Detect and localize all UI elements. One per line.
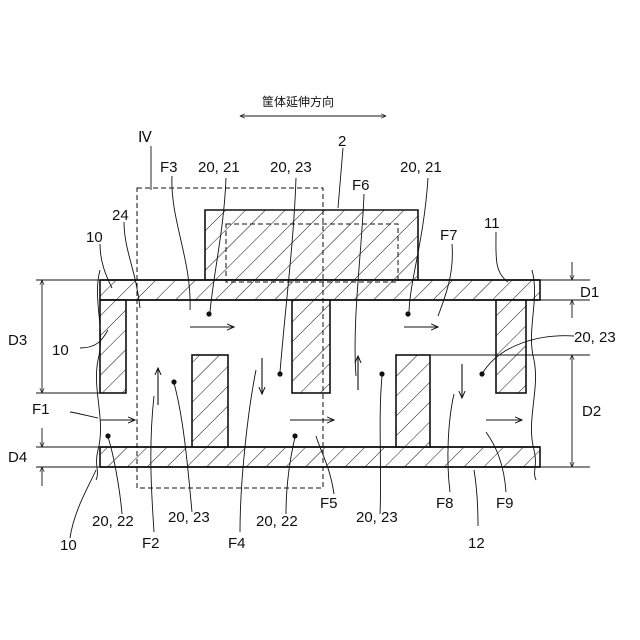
label-ref-20-22-b: 20, 22 <box>256 513 298 530</box>
top-protrusion <box>205 210 418 280</box>
ref-dot-20-21-right <box>405 311 410 316</box>
label-f5: F5 <box>320 495 338 512</box>
label-d3: D3 <box>8 332 27 349</box>
label-ref-10-a: 10 <box>86 229 103 246</box>
label-ref-11: 11 <box>484 215 500 232</box>
label-f6: F6 <box>352 177 370 194</box>
bottom-plate <box>100 447 540 467</box>
label-f7: F7 <box>440 227 458 244</box>
right-wall-upper <box>496 300 526 393</box>
left-wall-upper <box>100 300 126 393</box>
top-plate <box>100 280 540 300</box>
label-ref-20-23-right: 20, 23 <box>574 329 616 346</box>
label-d4: D4 <box>8 449 27 466</box>
label-ref-20-22-a: 20, 22 <box>92 513 134 530</box>
label-ref-10-c: 10 <box>60 537 77 554</box>
label-ref-20-21-a: 20, 21 <box>198 159 240 176</box>
fin-bottom-2 <box>396 355 430 447</box>
fin-bottom-1 <box>192 355 228 447</box>
label-ref-24: 24 <box>112 207 129 224</box>
label-ref-20-23-a: 20, 23 <box>270 159 312 176</box>
fin-top-1 <box>292 300 330 393</box>
label-iv: Ⅳ <box>138 129 152 146</box>
label-ref-20-21-b: 20, 21 <box>400 159 442 176</box>
label-2: 2 <box>338 133 346 150</box>
label-d1: D1 <box>580 284 599 301</box>
label-f8: F8 <box>436 495 454 512</box>
label-ref-12: 12 <box>468 535 485 552</box>
direction-label: 筐体延伸方向 <box>262 94 334 109</box>
label-f9: F9 <box>496 495 514 512</box>
label-f3: F3 <box>160 159 178 176</box>
label-f4: F4 <box>228 535 246 552</box>
ref-dot-20-23-mid <box>277 371 282 376</box>
ref-dot-20-21-left <box>206 311 211 316</box>
label-d2: D2 <box>582 403 601 420</box>
label-ref-10-b: 10 <box>52 342 69 359</box>
ref-dot-20-23-c <box>379 371 384 376</box>
label-ref-20-23-b: 20, 23 <box>168 509 210 526</box>
label-f2: F2 <box>142 535 160 552</box>
label-ref-20-23-c: 20, 23 <box>356 509 398 526</box>
label-f1: F1 <box>32 401 50 418</box>
